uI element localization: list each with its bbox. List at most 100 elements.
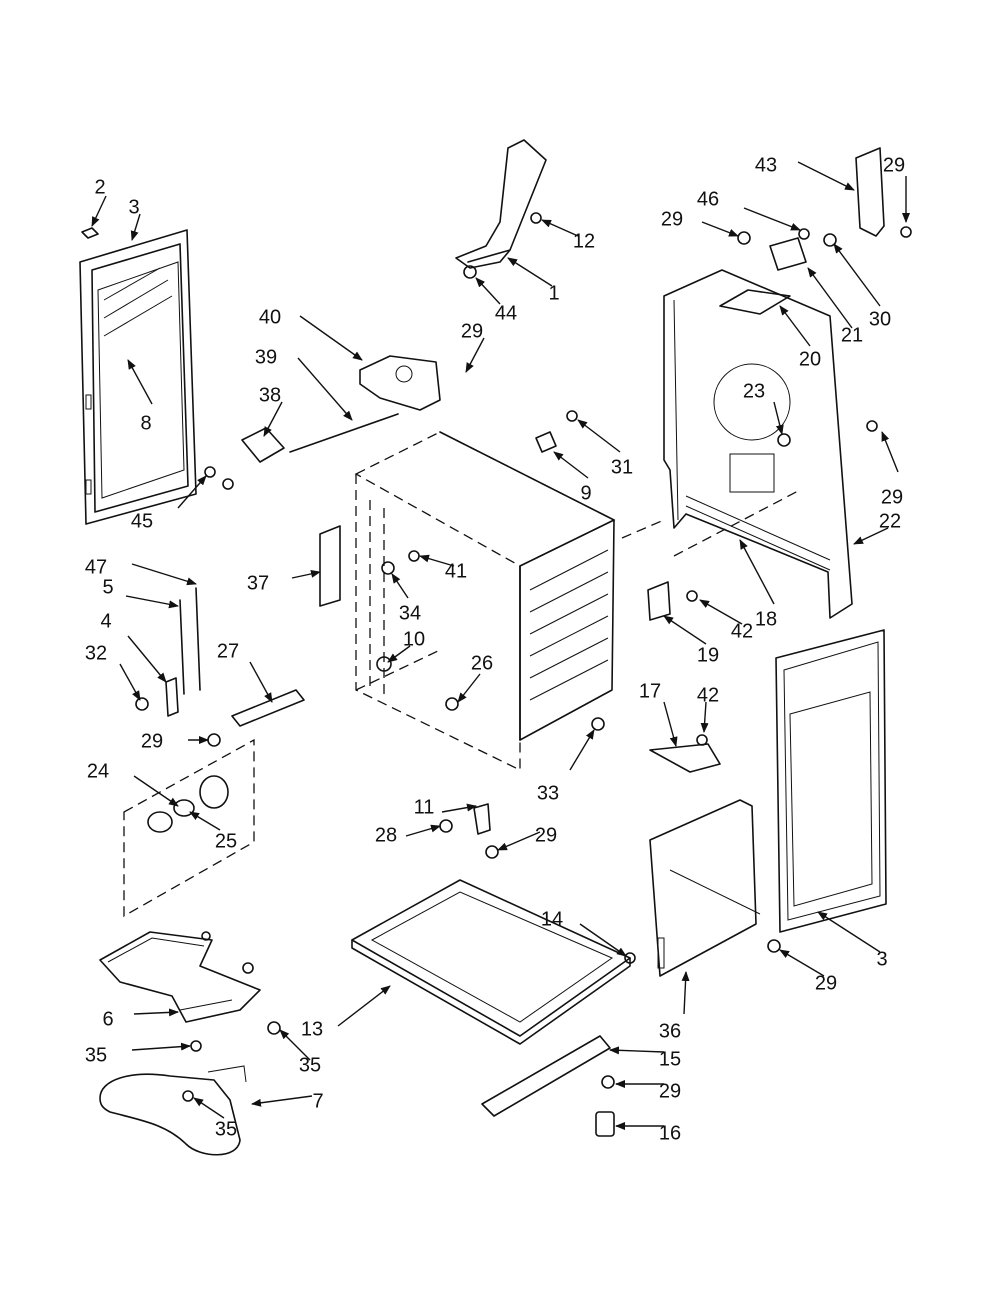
switch-11: [473, 803, 491, 835]
callout-label-c44: 44: [495, 302, 517, 324]
capillary-39: [289, 413, 399, 453]
rear-panel-22: [621, 269, 853, 619]
callout-label-c3a: 3: [128, 196, 139, 218]
leader-line-c29c: [497, 831, 541, 851]
leader-line-c3a: [130, 213, 141, 241]
callout-label-c14: 14: [541, 908, 563, 930]
leader-line-c29a: [701, 221, 739, 237]
callout-label-c36: 36: [659, 1020, 681, 1042]
leader-line-c27: [249, 661, 273, 703]
callout-label-c13: 13: [301, 1018, 323, 1040]
screw-31: [566, 410, 578, 422]
leader-line-c13: [337, 985, 391, 1027]
right-side-panel: [775, 629, 887, 933]
leader-line-c21: [807, 267, 853, 329]
bracket-15: [481, 1035, 611, 1117]
callout-label-c42a: 42: [731, 620, 753, 642]
callout-label-c17: 17: [639, 680, 661, 702]
screw-29e: [601, 1075, 615, 1089]
screw-41: [408, 550, 420, 562]
leader-line-c35c: [193, 1097, 225, 1119]
leader-line-c12: [541, 219, 579, 237]
screw-28: [439, 819, 453, 833]
callout-label-c19: 19: [697, 644, 719, 666]
leader-line-c30: [833, 243, 881, 307]
callout-label-c47: 47: [85, 556, 107, 578]
strip-5: [179, 599, 185, 695]
leader-line-c29d: [465, 337, 485, 373]
callout-label-c5: 5: [102, 576, 113, 598]
left-side-panel: [79, 229, 197, 525]
leader-line-c3b: [817, 911, 881, 953]
screw-29c: [485, 845, 499, 859]
callout-label-c30: 30: [869, 308, 891, 330]
screw-29f: [767, 939, 781, 953]
leader-line-c18: [739, 539, 775, 605]
callout-label-c15: 15: [659, 1048, 681, 1070]
callout-label-c29d: 29: [461, 320, 483, 342]
callout-label-c29h: 29: [883, 154, 905, 176]
leader-line-c41: [419, 554, 455, 567]
callout-label-c28: 28: [375, 824, 397, 846]
clip-2: [81, 227, 99, 239]
leader-line-c25: [189, 811, 221, 831]
callout-label-c29c: 29: [535, 824, 557, 846]
callout-label-c21: 21: [841, 324, 863, 346]
leader-line-c36: [681, 971, 690, 1015]
callout-label-c32: 32: [85, 642, 107, 664]
leader-line-c29g: [881, 431, 899, 473]
leader-line-c38: [263, 401, 283, 437]
leader-line-c17: [663, 701, 678, 747]
callout-label-c6: 6: [102, 1008, 113, 1030]
socket: [199, 775, 229, 809]
leader-line-c15: [609, 1046, 665, 1055]
bracket-38: [241, 427, 285, 463]
callout-label-c16: 16: [659, 1122, 681, 1144]
callout-label-c7: 7: [312, 1090, 323, 1112]
callout-label-c10: 10: [403, 628, 425, 650]
bracket-19: [647, 581, 671, 621]
leader-line-c9: [553, 451, 589, 479]
callout-label-c40: 40: [259, 306, 281, 328]
leader-line-c37: [291, 569, 321, 579]
screw-33: [591, 717, 605, 731]
leader-line-c2: [91, 195, 107, 227]
bulb-25: [173, 799, 195, 817]
leader-line-c19: [663, 615, 707, 645]
leader-line-c24: [133, 775, 179, 807]
callout-label-c22: 22: [879, 510, 901, 532]
leader-line-c26: [457, 673, 481, 703]
nut-10: [376, 656, 392, 672]
screw-35a: [190, 1040, 202, 1052]
callout-label-c25: 25: [215, 830, 237, 852]
leader-line-c20: [779, 305, 811, 347]
screw-29a: [737, 231, 751, 245]
bracket-43: [855, 147, 885, 237]
leader-line-c35b: [279, 1029, 311, 1061]
callout-label-c37: 37: [247, 572, 269, 594]
leader-line-c32: [119, 663, 141, 701]
thermostat-knob: [395, 365, 413, 383]
hinge-4: [165, 677, 179, 717]
leader-line-c14: [579, 923, 627, 957]
leader-line-c1: [507, 257, 553, 287]
screw-45b: [222, 478, 234, 490]
screw-29h: [900, 226, 912, 238]
leader-line-c23: [773, 401, 784, 435]
callout-label-c31: 31: [611, 456, 633, 478]
callout-label-c35a: 35: [85, 1044, 107, 1066]
leader-line-c29f: [779, 949, 825, 977]
leader-line-c28: [405, 824, 441, 837]
light-27: [231, 689, 305, 727]
callout-label-c2: 2: [94, 176, 105, 198]
nut-44: [463, 265, 477, 279]
leader-line-c10: [387, 645, 411, 663]
leg-16: [595, 1111, 615, 1137]
callout-label-c29f: 29: [815, 972, 837, 994]
leader-line-c42a: [699, 599, 743, 625]
callout-label-c29g: 29: [881, 486, 903, 508]
callout-label-c35c: 35: [215, 1118, 237, 1140]
callout-label-c41: 41: [445, 560, 467, 582]
